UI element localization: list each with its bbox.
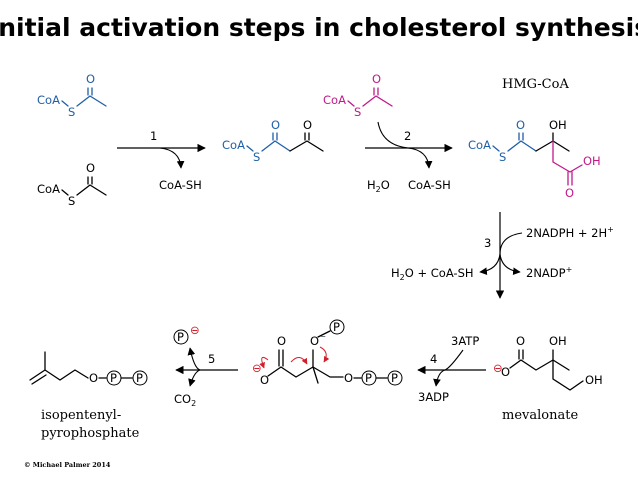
phosphate-label: P	[177, 330, 184, 344]
coa-label: CoA	[37, 182, 60, 196]
carboxyl-hydroxyl-label: OH	[583, 154, 601, 168]
incoming-arrow-4	[444, 349, 464, 371]
coa-label: CoA	[222, 138, 245, 152]
incoming-arrow-2	[377, 121, 409, 149]
carbonyl-oxygen-label: O	[86, 72, 95, 86]
phosphate-label: P	[391, 371, 398, 385]
step4-adp-label: 3ADP	[418, 390, 449, 404]
carboxylate-oxygen-label: O	[501, 365, 510, 379]
step2-coash-label: CoA-SH	[408, 178, 451, 192]
ipp-name-line2: pyrophosphate	[41, 426, 140, 441]
electron-push-arrow	[259, 356, 269, 369]
phosphate-label: P	[333, 320, 340, 334]
acetyl-coa-3: CoA S O	[323, 72, 393, 119]
minus-icon: ⁻	[320, 331, 326, 345]
copyright: © Michael Palmer 2014	[24, 461, 111, 469]
step-number-1: 1	[150, 129, 157, 143]
keto-oxygen-label: O	[303, 118, 312, 132]
carboxyl-oxygen-label: O	[565, 186, 574, 200]
coa-label: CoA	[468, 138, 491, 152]
incoming-arrow-3	[499, 232, 523, 255]
sulfur-label: S	[253, 150, 260, 164]
charge-icon: ⊖	[252, 361, 262, 375]
sulfur-label: S	[354, 105, 361, 119]
acetyl-coa-2: CoA S O	[37, 161, 107, 208]
phosphate-circle	[173, 329, 189, 345]
step-number-3: 3	[484, 236, 491, 250]
step4-atp-label: 3ATP	[451, 334, 479, 348]
side-arrow-1	[159, 147, 185, 169]
charge-icon: ⊖	[190, 323, 200, 337]
isopentenyl-pyrophosphate: O P P isopentenyl- pyrophosphate	[29, 351, 148, 441]
mevalonate: mevalonate ⊖ O O OH OH	[493, 334, 603, 423]
sulfur-label: S	[499, 150, 506, 164]
coa-label: CoA	[323, 93, 346, 107]
charge-icon: ⊖	[493, 361, 503, 375]
step-4: 4 3ATP 3ADP	[417, 334, 486, 404]
sulfur-label: S	[68, 194, 75, 208]
hmg-coa-name: HMG-CoA	[502, 77, 569, 92]
carboxylate-oxygen-label: O	[260, 373, 269, 387]
step3-nadp-label: 2NADP+	[526, 265, 572, 280]
terminal-hydroxyl-label: OH	[585, 373, 603, 387]
page-title: Initial activation steps in cholesterol …	[0, 13, 638, 42]
hydroxyl-label: OH	[549, 118, 567, 132]
step2-water-label: H2O	[367, 178, 390, 194]
step-number-4: 4	[430, 352, 437, 366]
step-1: 1 CoA-SH	[117, 129, 206, 192]
acetyl-coa-1: CoA S O	[37, 72, 107, 119]
electron-push-arrow	[319, 346, 330, 363]
coa-label: CoA	[37, 93, 60, 107]
phosphate-circle	[329, 319, 345, 335]
side-arrow-5b	[188, 369, 201, 387]
hmg-coa: HMG-CoA CoA S O OH OH O	[468, 77, 601, 200]
carboxylate-double-oxygen-label: O	[516, 334, 525, 348]
side-arrow-4	[433, 369, 446, 387]
ester-oxygen-label: O	[89, 371, 98, 385]
side-arrow-2	[407, 147, 433, 169]
step-5: 5 P ⊖ CO2	[173, 323, 238, 408]
step5-co2-label: CO2	[174, 392, 196, 408]
carbonyl-oxygen-label: O	[516, 118, 525, 132]
phospho-mevalonate-pyrophosphate: ⊖ O O O ⁻ P O P P	[252, 319, 403, 387]
acetoacetyl-coa: CoA S O O	[222, 118, 324, 164]
carbonyl-oxygen-label: O	[86, 161, 95, 175]
carbonyl-oxygen-label: O	[271, 118, 280, 132]
step1-coash-label: CoA-SH	[159, 178, 202, 192]
side-arrow-5a	[187, 347, 201, 371]
step-number-5: 5	[208, 352, 215, 366]
phosphate-label: P	[136, 371, 143, 385]
phosphate-label: P	[365, 371, 372, 385]
step-number-2: 2	[404, 129, 411, 143]
phosphate-label: P	[110, 371, 117, 385]
mevalonate-name: mevalonate	[502, 408, 578, 423]
side-arrow-3b	[479, 253, 501, 276]
carbonyl-oxygen-label: O	[372, 72, 381, 86]
carboxylate-double-oxygen-label: O	[277, 334, 286, 348]
phosphate-circle	[387, 370, 403, 386]
side-arrow-3a	[499, 253, 521, 276]
hydroxyl-label: OH	[549, 334, 567, 348]
electron-push-arrow	[290, 357, 308, 365]
step-2: 2 H2O CoA-SH	[365, 121, 453, 194]
phosphate-circle	[132, 370, 148, 386]
step-3: 3 2NADPH + 2H+ 2NADP+ H2O + CoA-SH	[391, 212, 614, 299]
phosphoester-oxygen-label: O	[310, 334, 319, 348]
step3-nadph-label: 2NADPH + 2H+	[526, 225, 614, 240]
ipp-name-line1: isopentenyl-	[41, 408, 121, 423]
step3-water-coash-label: H2O + CoA-SH	[391, 266, 474, 282]
pyrophosphate-oxygen-label: O	[344, 371, 353, 385]
sulfur-label: S	[68, 105, 75, 119]
